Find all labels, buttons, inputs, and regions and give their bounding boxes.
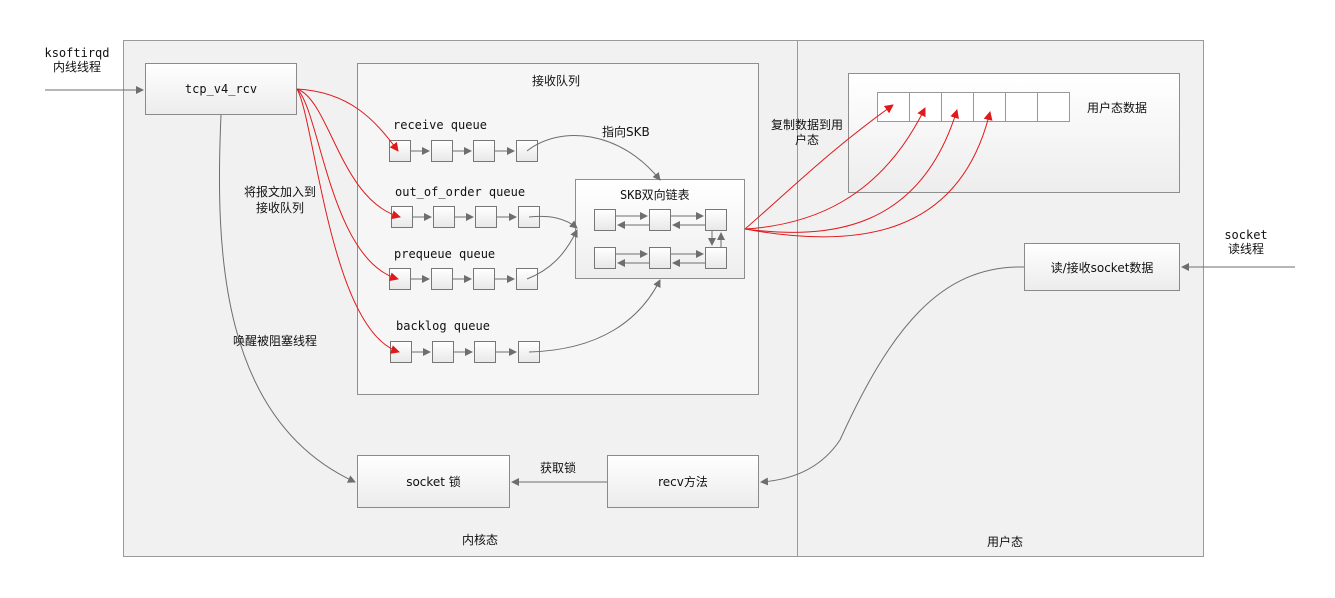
ksoftirqd-label: ksoftirqd 内线线程 [40,46,114,74]
queue-node [433,206,455,228]
enqueue-arrow [296,88,399,152]
point-skb-label: 指向SKB [602,125,650,139]
enqueue-arrow [296,88,399,282]
skb-list-title: SKB双向链表 [620,188,690,202]
user-data-cell [1037,92,1070,122]
queue-to-skb-arrow [526,135,661,181]
read-to-recv-arrow [760,266,1025,486]
copy-to-user-arrow [744,111,993,238]
ksoftirqd-label-line1: ksoftirqd [44,46,110,60]
enqueue-arrow [296,88,401,220]
socket-thread-label-line1: socket [1224,228,1268,242]
user-region-label: 用户态 [987,535,1024,549]
ksoftirqd-label-line2: 内线线程 [52,60,101,74]
queue-label-prequeue: prequeue queue [394,247,496,261]
copy-to-user-label: 复制数据到用 户态 [762,118,852,148]
user-data-label: 用户态数据 [1087,101,1148,115]
recv-method-box: recv方法 [607,455,759,508]
copy-to-user-arrow [744,109,959,233]
queue-node [431,140,453,162]
skb-node [594,247,616,269]
queue-to-skb-arrow [526,229,578,280]
queue-node [473,268,495,290]
queue-label-out-of-order: out_of_order queue [395,185,526,199]
queue-node [432,341,454,363]
skb-node [705,247,727,269]
read-socket-box: 读/接收socket数据 [1024,243,1180,291]
copy-to-user-arrow [744,104,894,230]
skb-node [649,209,671,231]
socket-lock-box: socket 锁 [357,455,510,508]
queue-label-receive: receive queue [393,118,487,132]
socket-thread-label-line2: 读线程 [1227,242,1264,256]
wake-thread-arrow [218,114,356,483]
acquire-lock-label: 获取锁 [540,461,577,475]
skb-node [705,209,727,231]
copy-to-user-label-line1: 复制数据到用 [770,118,843,132]
tcp-v4-rcv-box: tcp_v4_rcv [145,63,297,115]
queue-node [431,268,453,290]
queue-to-skb-arrow [528,215,578,229]
wake-thread-label: 唤醒被阻塞线程 [233,334,318,348]
add-to-queue-label: 将报文加入到 接收队列 [232,184,328,216]
copy-to-user-label-line2: 户态 [794,133,819,147]
skb-node [594,209,616,231]
queue-node [474,341,496,363]
queue-node [473,140,495,162]
queue-label-backlog: backlog queue [396,319,490,333]
copy-to-user-arrow [744,107,926,230]
skb-node [649,247,671,269]
enqueue-arrow [296,88,400,354]
queue-node [475,206,497,228]
kernel-region-label: 内核态 [462,533,499,547]
add-to-queue-label-line2: 接收队列 [255,201,304,215]
queue-to-skb-arrow [528,279,661,353]
add-to-queue-label-line1: 将报文加入到 [243,185,316,199]
receive-queue-panel-title: 接收队列 [532,74,581,88]
socket-thread-label: socket 读线程 [1218,228,1274,256]
